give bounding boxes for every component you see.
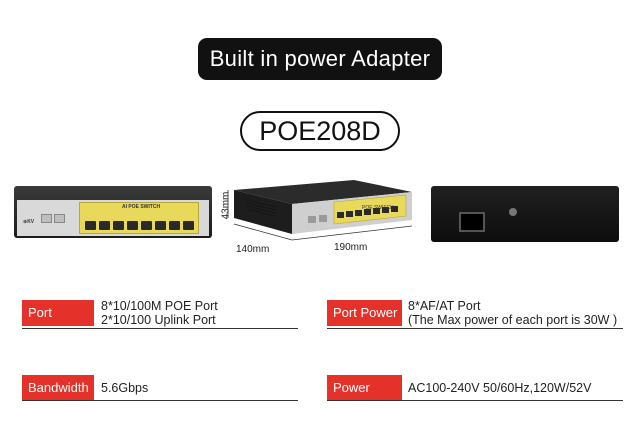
spec-value-port-line2: 2*10/100 Uplink Port [101, 313, 216, 327]
power-inlet-icon [459, 212, 485, 232]
spec-label-power-input: Power Input [327, 375, 402, 421]
poe-port [141, 221, 152, 230]
spec-label-port-power: Port Power [327, 300, 402, 326]
switch-back-photo [431, 186, 619, 246]
divider [327, 328, 623, 329]
poe-port [169, 221, 180, 230]
brand-logo: ⊕KV [23, 219, 35, 225]
poe-port-panel: AI POE SWITCH [79, 202, 199, 234]
switch-3d-body [227, 180, 413, 241]
uplink-port [41, 214, 52, 223]
poe-port [99, 221, 110, 230]
switch-front-photo: ⊕KV AI POE SWITCH [14, 186, 212, 244]
width-dimension: 190mm [334, 242, 368, 253]
poe-port [183, 221, 194, 230]
uplink-port [54, 214, 65, 223]
iso-poe-switch-label: POE SWITCH [362, 205, 394, 211]
poe-switch-label: AI POE SWITCH [122, 204, 161, 210]
model-name: POE208D [240, 111, 400, 151]
switch-back-panel [431, 186, 619, 242]
headline-badge: Built in power Adapter [198, 38, 442, 80]
spec-value-port-power-line1: 8*AF/AT Port [408, 299, 481, 313]
divider [327, 400, 623, 401]
spec-value-bandwidth: 5.6Gbps [101, 381, 149, 395]
height-dimension: 43mm [220, 191, 232, 220]
poe-port [127, 221, 138, 230]
poe-port [155, 221, 166, 230]
switch-chassis: ⊕KV AI POE SWITCH [14, 186, 212, 238]
depth-dimension: 140mm [236, 244, 270, 255]
divider [22, 328, 298, 329]
spec-label-port: Port [22, 300, 94, 326]
front-panel: ⊕KV AI POE SWITCH [17, 200, 209, 236]
spec-value-power-input: AC100-240V 50/60Hz,120W/52V [408, 381, 592, 395]
poe-port [113, 221, 124, 230]
spec-value-port-power-line2: (The Max power of each port is 30W ) [408, 313, 618, 327]
poe-port [85, 221, 96, 230]
spec-label-bandwidth: Bandwidth [22, 375, 94, 401]
switch-isometric-photo: 43mm 140mm 190mm POE SWITCH [220, 178, 416, 270]
spec-value-port-line1: 8*10/100M POE Port [101, 299, 218, 313]
divider [22, 400, 298, 401]
ground-screw-icon [509, 208, 517, 216]
